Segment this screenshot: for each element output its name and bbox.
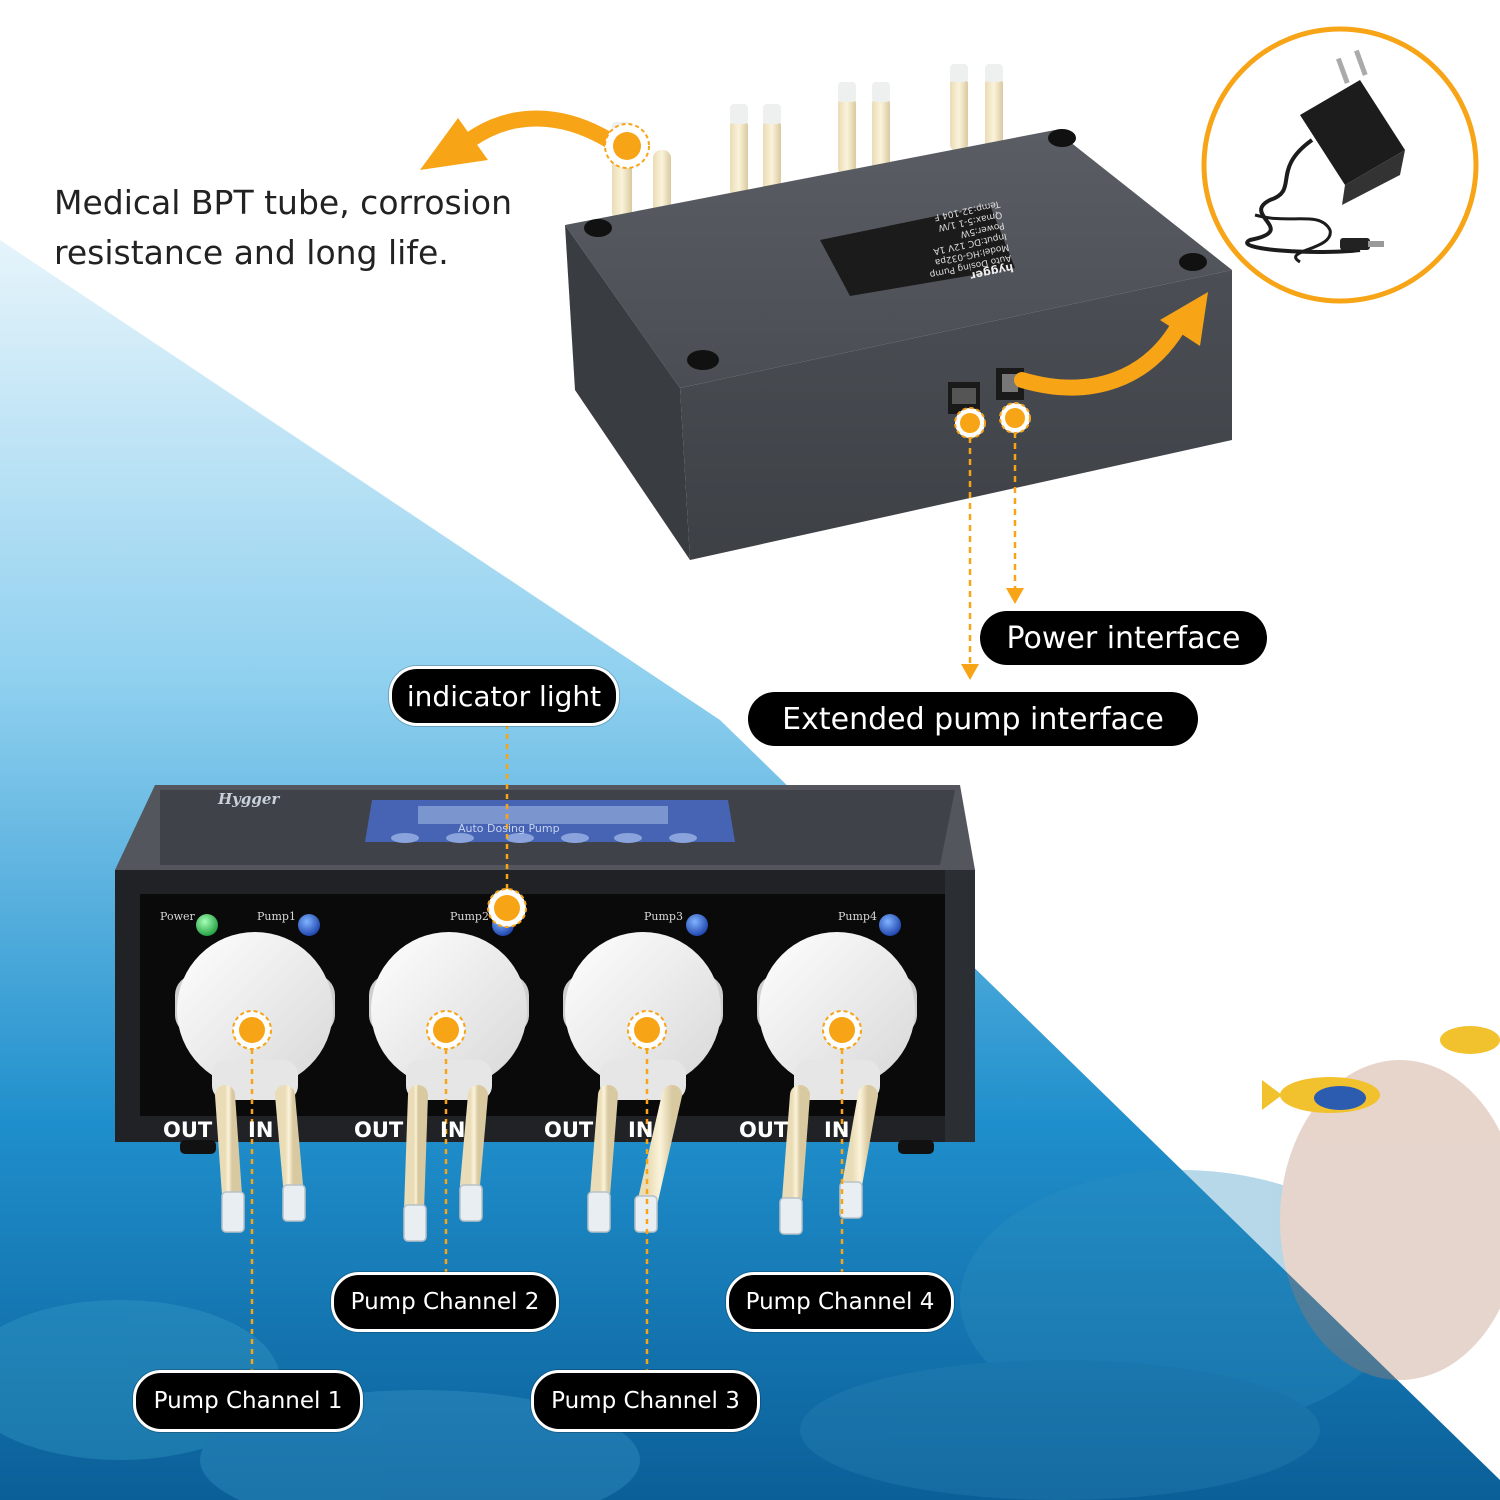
in-label-2: IN [440, 1118, 466, 1142]
led-label-pump1: Pump1 [257, 910, 296, 923]
tube-description: Medical BPT tube, corrosion resistance a… [54, 178, 512, 278]
pump-channel-3-label: Pump Channel 3 [531, 1370, 760, 1432]
leader-lines [250, 724, 844, 1372]
out-label-3: OUT [544, 1118, 594, 1142]
in-label-1: IN [248, 1118, 274, 1142]
front-tubes [215, 1085, 878, 1242]
led-label-pump3: Pump3 [644, 910, 683, 923]
tube-description-line1: Medical BPT tube, corrosion [54, 183, 513, 222]
power-interface-label: Power interface [980, 611, 1267, 665]
indicator-light-label: indicator light [389, 666, 619, 726]
orange-dot-icon [232, 888, 862, 1050]
curved-arrow-icon [1014, 292, 1208, 396]
pump-head-4 [757, 932, 917, 1100]
out-label-4: OUT [739, 1118, 789, 1142]
pump-channel-2-label: Pump Channel 2 [331, 1272, 559, 1332]
extended-interface-label: Extended pump interface [748, 692, 1198, 746]
coral-decoration [0, 1060, 1500, 1500]
out-label-1: OUT [163, 1118, 213, 1142]
orange-dot-icon [604, 123, 1031, 439]
pump-channel-1-label: Pump Channel 1 [133, 1370, 363, 1432]
lcd-title: Auto Dosing Pump [458, 822, 560, 835]
out-label-2: OUT [354, 1118, 404, 1142]
pump-channel-4-label: Pump Channel 4 [726, 1272, 954, 1332]
pump-head-3 [563, 932, 723, 1100]
led-label-pump4: Pump4 [838, 910, 877, 923]
led-label-power: Power [160, 910, 195, 923]
pump-head-1 [175, 932, 335, 1100]
fish-decoration [1262, 1026, 1500, 1113]
rear-label-plate [820, 205, 1015, 296]
front-brand-logo: Hygger [218, 790, 280, 808]
front-device [115, 785, 975, 1242]
leader-lines [968, 432, 1017, 668]
led-label-pump2: Pump2 [450, 910, 489, 923]
in-label-4: IN [824, 1118, 850, 1142]
pump-head-2 [369, 932, 529, 1100]
tube-description-line2: resistance and long life. [54, 233, 449, 272]
power-adapter-icon [1201, 26, 1479, 304]
curved-arrow-icon [420, 110, 620, 170]
in-label-3: IN [628, 1118, 654, 1142]
rear-device [565, 64, 1232, 560]
